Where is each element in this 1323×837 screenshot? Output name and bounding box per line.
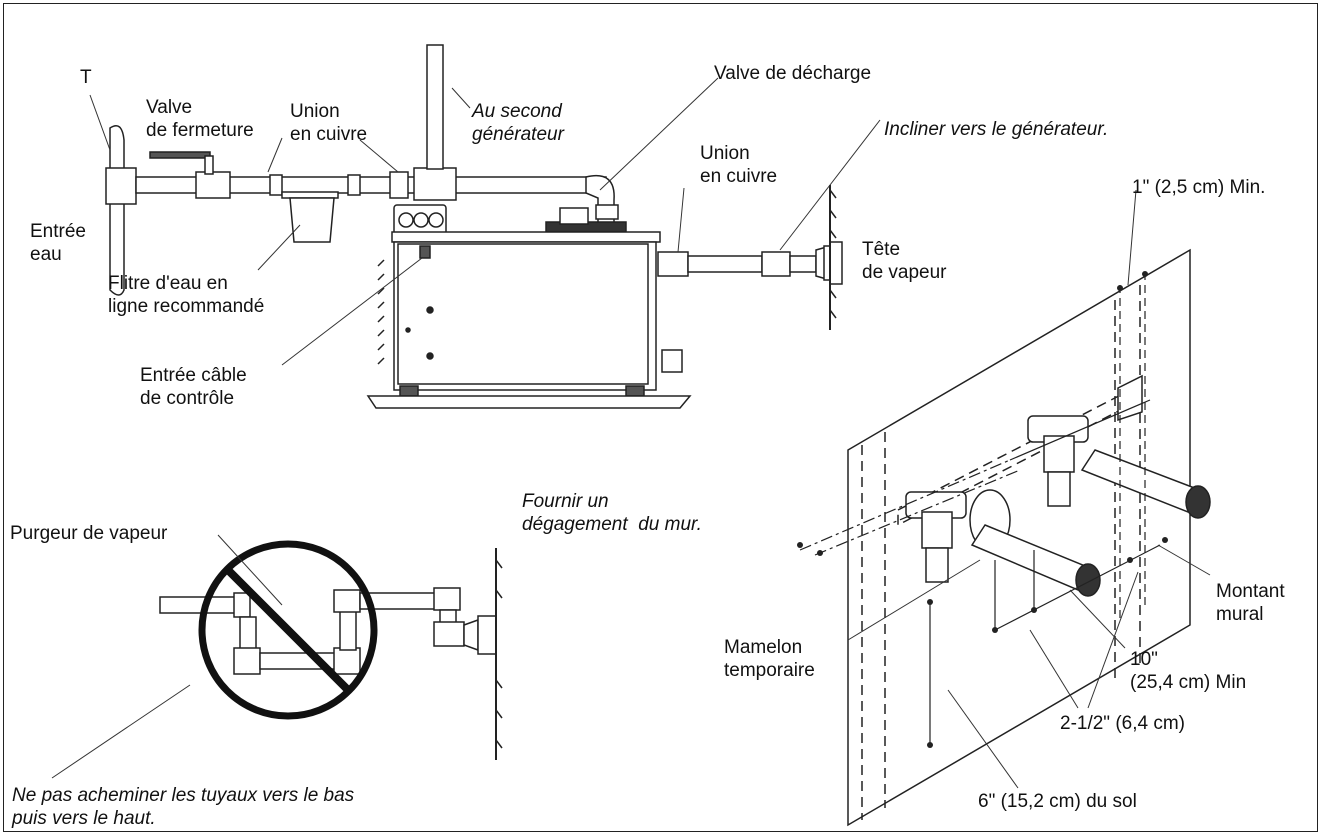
bad-piping	[159, 587, 497, 675]
no-down-up-note: Ne pas acheminer les tuyaux vers le bas …	[12, 785, 355, 829]
floor-height-label: 6" (15,2 cm) du sol	[978, 791, 1137, 812]
water-filter	[281, 191, 339, 243]
spacing-label: 2-1/2" (6,4 cm)	[1060, 713, 1186, 734]
steam-line	[657, 245, 831, 281]
t-fitting-label: T	[80, 67, 92, 88]
second-generator-label: Au second générateur	[472, 101, 564, 145]
wall-stud-label: Montant mural	[1216, 581, 1285, 625]
temporary-nipple-right	[1080, 449, 1211, 519]
steam-generator	[366, 204, 692, 409]
relief-valve	[585, 175, 619, 226]
min-10in-label: 10" (25,4 cm) Min	[1130, 649, 1247, 693]
shutoff-valve-handle	[149, 151, 214, 175]
min-1in-label: 1" (2,5 cm) Min.	[1132, 177, 1266, 198]
copper-union-label-2: Union en cuivre	[700, 143, 778, 187]
elbow-right	[1027, 415, 1089, 507]
copper-union-label-1: Union en cuivre	[290, 101, 368, 145]
slope-note-label: Incliner vers le générateur.	[884, 119, 1109, 140]
steam-trap-label: Purgeur de vapeur	[10, 523, 168, 544]
control-cable-label: Entrée câble de contrôle	[140, 365, 247, 409]
water-filter-label: Flitre d'eau en ligne recommandé	[108, 273, 265, 317]
water-inlet-label: Entrée eau	[30, 221, 86, 265]
temporary-nipple-label: Mamelon temporaire	[724, 637, 815, 681]
wall-top	[829, 185, 837, 330]
relief-valve-label: Valve de décharge	[714, 63, 872, 84]
wall-bottom-left	[495, 548, 503, 760]
steam-head-label: Tête de vapeur	[862, 239, 947, 283]
shutoff-valve-label: Valve de fermeture	[146, 97, 254, 141]
leader-lines	[51, 77, 1211, 789]
wall-panel	[847, 248, 1191, 827]
prohibited-icon	[198, 540, 378, 720]
wall-clearance-label: Fournir un dégagement du mur.	[522, 491, 702, 535]
steam-head-top	[823, 241, 843, 285]
